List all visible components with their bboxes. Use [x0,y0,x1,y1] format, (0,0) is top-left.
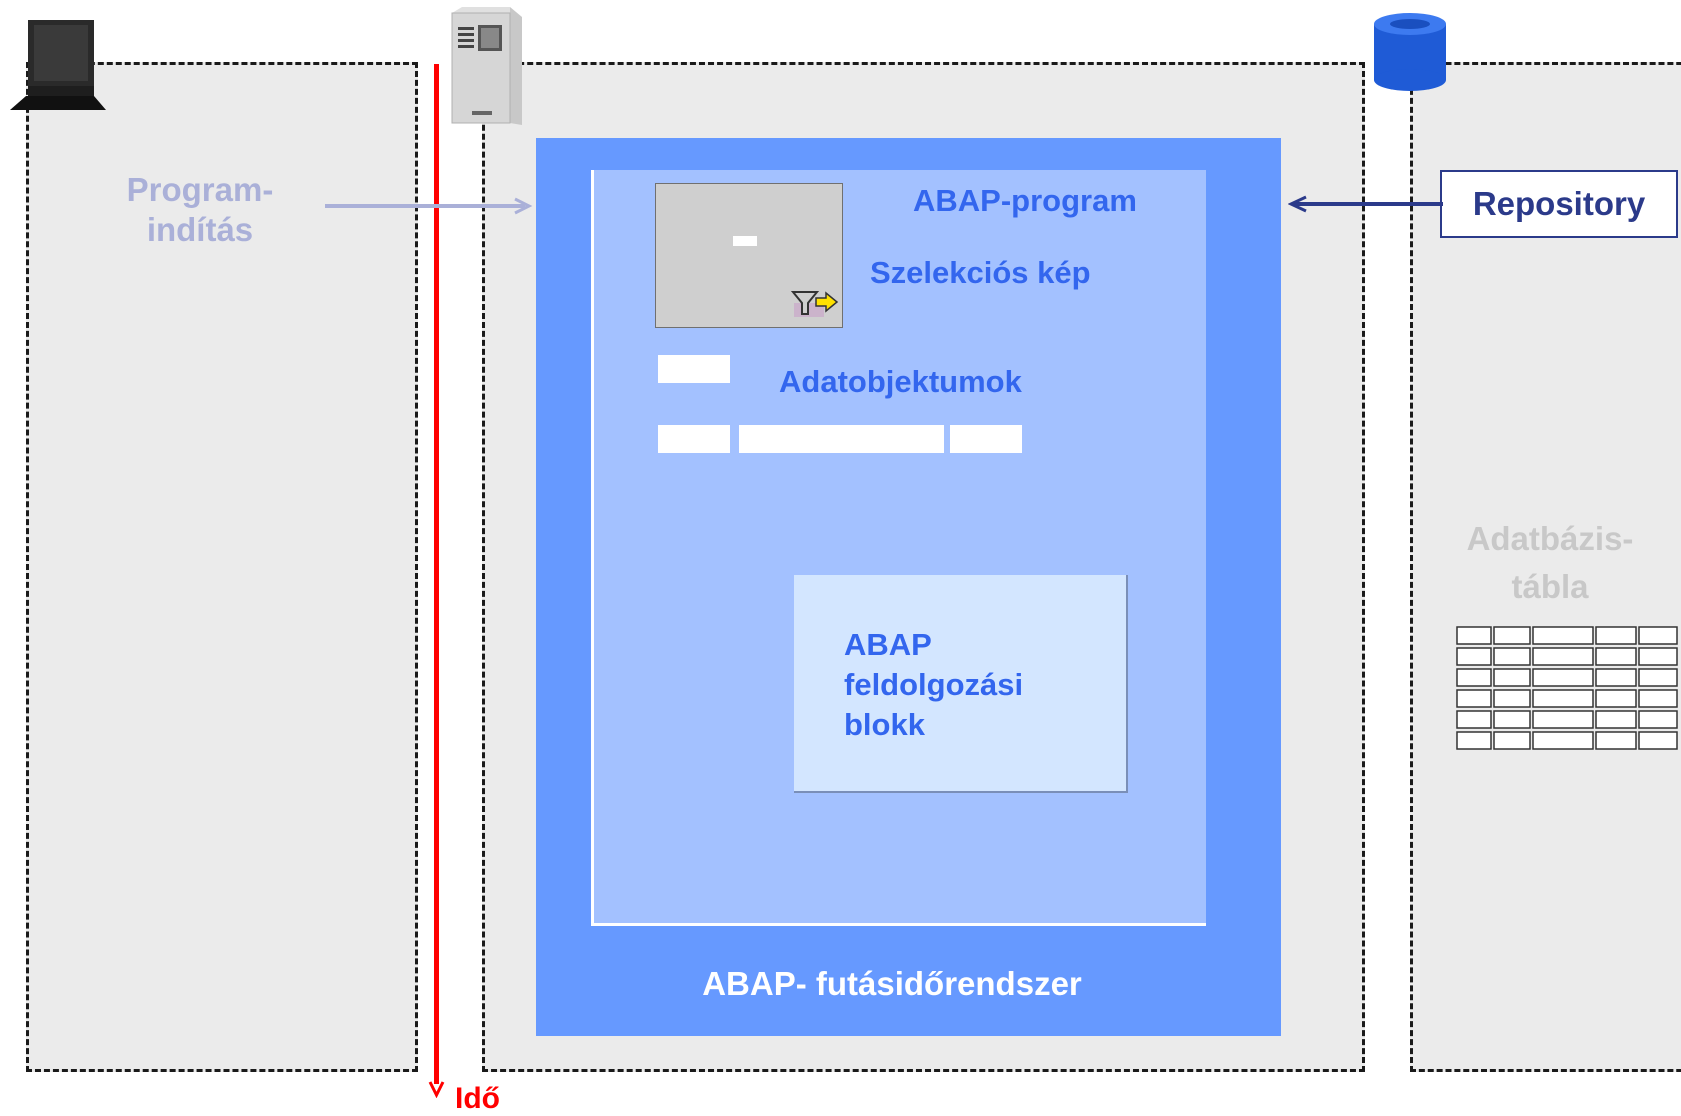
repository-arrow [1288,195,1443,213]
time-label: Idő [455,1082,500,1115]
thumbnail-field [733,236,757,246]
data-object-row-cell-1 [658,425,730,453]
server-icon [451,7,522,125]
abap-program-title: ABAP-program [913,183,1137,218]
program-start-arrow [325,197,533,215]
client-zone [26,62,418,1072]
database-table-label: Adatbázis- tábla [1440,515,1660,611]
time-arrowhead-icon [428,1081,445,1098]
data-object-row-cell-3 [950,425,1022,453]
abap-runtime-label: ABAP- futásidőrendszer [702,965,1082,1002]
time-axis-line [434,64,439,1084]
program-start-line1: Program- [126,171,274,208]
data-objects-label: Adatobjektumok [779,364,1022,399]
database-table-line1: Adatbázis- [1466,520,1634,557]
repository-box: Repository [1440,170,1678,238]
processing-block-line1: ABAP [844,627,932,662]
processing-block: ABAP feldolgozási blokk [794,575,1128,793]
data-object-field [658,355,730,383]
selection-screen-label: Szelekciós kép [870,255,1091,290]
database-icon [1374,13,1446,91]
selection-screen-thumbnail [655,183,843,328]
database-table-line2: tábla [1511,568,1589,605]
processing-block-label: ABAP feldolgozási blokk [844,625,1023,745]
program-start-line2: indítás [146,211,254,248]
program-start-label: Program- indítás [110,170,290,250]
processing-block-line3: blokk [844,707,925,742]
data-object-row-cell-2 [739,425,944,453]
database-table-grid [1456,626,1678,750]
filter-execute-icon [790,291,839,317]
workstation-icon [10,20,106,110]
processing-block-line2: feldolgozási [844,667,1024,702]
